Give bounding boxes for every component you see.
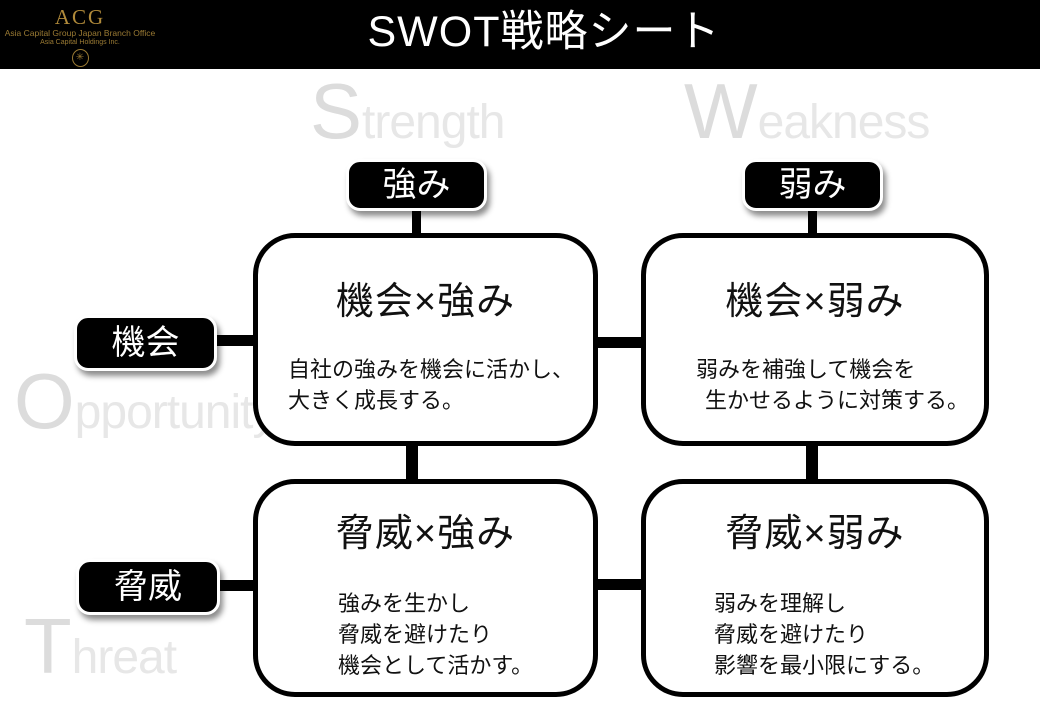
logo-acronym: ACG: [54, 5, 106, 29]
page-title: SWOT戦略シート: [367, 8, 721, 56]
title-banner: ACG Asia Capital Group Japan Branch Offi…: [0, 0, 1040, 69]
body-line: 脅威を避けたり: [338, 621, 493, 647]
label-opportunity-text: 機会: [111, 324, 180, 362]
body-line: 弱みを補強して機会を: [696, 356, 916, 382]
connector-strength-to-cell1: [412, 205, 421, 235]
watermark-threat: Threat: [24, 607, 177, 685]
label-threat: 脅威: [76, 559, 220, 615]
cell-threat-strength: 脅威×強み 強みを生かし 脅威を避けたり 機会として活かす。: [253, 479, 598, 697]
acg-logo: ACG Asia Capital Group Japan Branch Offi…: [0, 5, 160, 67]
cell-opportunity-weakness-body: 弱みを補強して機会を 生かせるように対策する。: [646, 354, 984, 416]
cell-threat-weakness-title: 脅威×弱み: [725, 513, 905, 555]
logo-holdings-line: Asia Capital Holdings Inc.: [40, 38, 120, 46]
connector-cell3-to-cell4: [594, 579, 645, 590]
label-weakness-text: 弱み: [778, 166, 847, 204]
watermark-opportunity: Opportunity: [14, 362, 277, 440]
body-line: 機会として活かす。: [338, 652, 534, 678]
body-line: 強みを生かし: [338, 590, 471, 616]
watermark-weakness: Weakness: [684, 72, 931, 150]
cell-threat-weakness: 脅威×弱み 弱みを理解し 脅威を避けたり 影響を最小限にする。: [641, 479, 989, 697]
watermark-threat-initial: T: [24, 602, 72, 690]
label-threat-text: 脅威: [114, 568, 182, 606]
body-line: 生かせるように対策する。: [705, 387, 970, 413]
body-line: 脅威を避けたり: [714, 621, 869, 647]
watermark-opportunity-initial: O: [14, 357, 75, 445]
connector-threat-to-cell3: [215, 580, 257, 591]
watermark-weakness-rest: eakness: [757, 96, 931, 149]
watermark-strength: Strength: [310, 72, 505, 150]
cell-opportunity-strength-title: 機会×強み: [335, 281, 516, 323]
cell-opportunity-strength: 機会×強み 自社の強みを機会に活かし、 大きく成長する。: [253, 233, 598, 446]
label-strength-text: 強み: [382, 166, 451, 204]
acg-crest-icon: ✳: [71, 48, 89, 67]
watermark-strength-initial: S: [310, 67, 363, 155]
watermark-strength-rest: trength: [362, 96, 505, 149]
body-line: 弱みを理解し: [714, 590, 847, 616]
connector-weakness-to-cell2: [808, 205, 817, 235]
connector-opportunity-to-cell1: [212, 335, 257, 346]
cell-threat-weakness-body: 弱みを理解し 脅威を避けたり 影響を最小限にする。: [646, 588, 984, 681]
watermark-threat-rest: hreat: [71, 631, 177, 684]
label-strength: 強み: [346, 159, 487, 211]
body-line: 大きく成長する。: [288, 387, 465, 413]
logo-company-line: Asia Capital Group Japan Branch Office: [4, 28, 156, 39]
connector-cell1-to-cell3: [406, 442, 418, 482]
body-line: 影響を最小限にする。: [714, 652, 935, 678]
label-opportunity: 機会: [74, 315, 217, 371]
cell-opportunity-weakness-title: 機会×弱み: [725, 281, 905, 323]
watermark-opportunity-rest: pportunity: [74, 386, 277, 439]
cell-threat-strength-body: 強みを生かし 脅威を避けたり 機会として活かす。: [258, 588, 593, 681]
connector-cell1-to-cell2: [594, 337, 645, 348]
cell-opportunity-strength-body: 自社の強みを機会に活かし、 大きく成長する。: [258, 354, 593, 416]
label-weakness: 弱み: [742, 159, 883, 211]
connector-cell2-to-cell4: [806, 442, 818, 482]
cell-threat-strength-title: 脅威×強み: [335, 513, 516, 555]
watermark-weakness-initial: W: [684, 67, 758, 155]
body-line: 自社の強みを機会に活かし、: [288, 356, 575, 382]
cell-opportunity-weakness: 機会×弱み 弱みを補強して機会を 生かせるように対策する。: [641, 233, 989, 446]
